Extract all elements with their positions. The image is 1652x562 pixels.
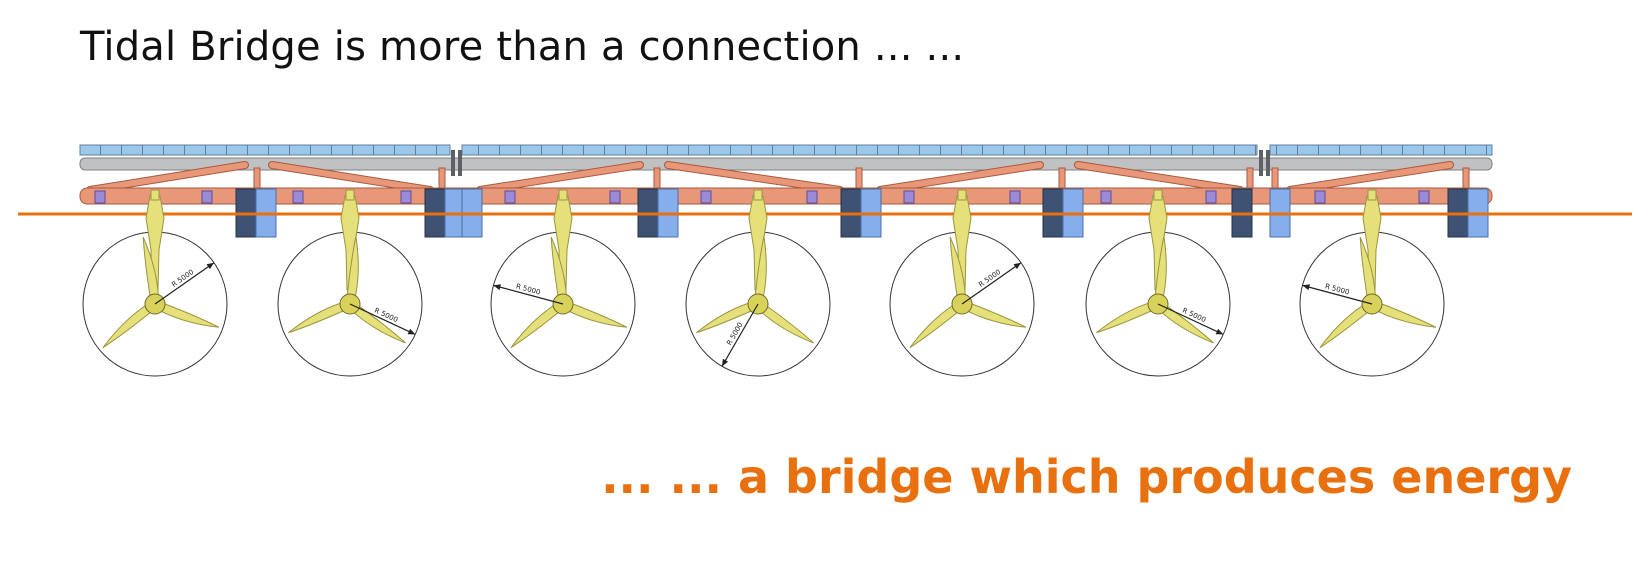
truss-diagonal (477, 162, 643, 193)
bracket (1418, 190, 1430, 204)
bracket (903, 190, 915, 204)
turbine-blade (1096, 300, 1161, 334)
turbine-blade (1319, 300, 1376, 349)
mast-mount (1153, 189, 1163, 201)
bracket (609, 190, 621, 204)
bracket (700, 190, 712, 204)
radius-dimension-line (493, 284, 564, 305)
radius-dimension-line (349, 303, 416, 335)
dimension-arrowhead (1215, 328, 1224, 335)
turbine: R 5000 (1085, 189, 1231, 377)
turbine-blade (755, 300, 815, 344)
radius-dimension-line (1302, 284, 1373, 305)
turbine-blade (345, 236, 359, 305)
radius-dimension-line (721, 303, 759, 367)
truss-diagonal (1287, 162, 1453, 193)
dimension-arrowhead (722, 358, 729, 367)
turbine-blade (949, 236, 967, 306)
bracket (94, 190, 106, 204)
deck-segment (1269, 144, 1493, 156)
bracket (1205, 190, 1217, 204)
truss-diagonal (269, 162, 433, 193)
truss-diagonal (665, 162, 843, 193)
bracket (292, 190, 304, 204)
dimension-arrowhead (1302, 284, 1310, 291)
bracket (504, 190, 516, 204)
turbines: R 5000 R 5000 R 5000 R 5000 R 5000 R 5000 R 50… (82, 189, 1445, 377)
radius-dimension-line (154, 262, 215, 305)
mast-mount (345, 189, 355, 201)
turbine-blade (288, 300, 353, 334)
turbine-blade (1359, 236, 1377, 306)
dimension-arrowhead (493, 284, 501, 291)
mast-mount (1367, 189, 1377, 201)
truss-post (1246, 167, 1254, 191)
turbine: R 5000 (277, 189, 423, 377)
turbine-blade (142, 236, 160, 306)
truss-diagonal (877, 162, 1043, 193)
turbine: R 5000 (490, 189, 636, 377)
bracket (1314, 190, 1326, 204)
radius-dimension-line (1157, 303, 1224, 335)
truss-post (653, 167, 661, 191)
truss-post (1271, 167, 1279, 191)
turbine-blade (153, 299, 220, 328)
bracket (400, 190, 412, 204)
truss-diagonal (1075, 162, 1243, 193)
bracket (201, 190, 213, 204)
truss-post (855, 167, 863, 191)
grey-rails (79, 150, 1493, 176)
bracket (1009, 190, 1021, 204)
bracket (806, 190, 818, 204)
dimension-arrowhead (407, 328, 416, 335)
truss-post (253, 167, 261, 191)
mast-mount (753, 189, 763, 201)
bridge-structure (79, 144, 1493, 238)
turbine-blade (550, 236, 568, 306)
truss-post (1462, 167, 1470, 191)
deck-segment (79, 144, 451, 156)
turbine: R 5000 (685, 189, 831, 377)
upper-rail (79, 157, 1493, 171)
turbine-blade (1370, 299, 1437, 328)
slide-tagline: ... ... a bridge which produces energy (601, 450, 1572, 504)
mast-mount (558, 189, 568, 201)
solar-deck (79, 144, 1493, 156)
mast-mount (150, 189, 160, 201)
bracket (1100, 190, 1112, 204)
module-joint (451, 150, 455, 176)
deck-segment (461, 144, 1258, 156)
module-joint (1266, 150, 1270, 176)
turbine-blade (102, 300, 159, 349)
truss-post (1058, 167, 1066, 191)
radius-dimension-line (961, 262, 1022, 305)
turbine-blade (696, 300, 761, 334)
turbine: R 5000 (1299, 189, 1445, 377)
truss-post (438, 167, 446, 191)
dimension-arrowhead (206, 262, 214, 270)
turbine-blade (561, 299, 628, 328)
turbine: R 5000 (82, 189, 228, 377)
turbine-blade (1153, 236, 1167, 305)
mast-mount (957, 189, 967, 201)
truss-diagonals (86, 161, 1470, 194)
turbine-blade (753, 236, 767, 305)
slide-headline: Tidal Bridge is more than a connection .… (80, 24, 965, 70)
truss-diagonal (87, 162, 248, 193)
turbine-blade (510, 300, 567, 349)
turbine-blade (960, 299, 1027, 328)
turbine: R 5000 (889, 189, 1035, 377)
dimension-arrowhead (1013, 262, 1021, 270)
turbine-blade (909, 300, 966, 349)
module-joint (458, 150, 462, 176)
module-joint (1259, 150, 1263, 176)
